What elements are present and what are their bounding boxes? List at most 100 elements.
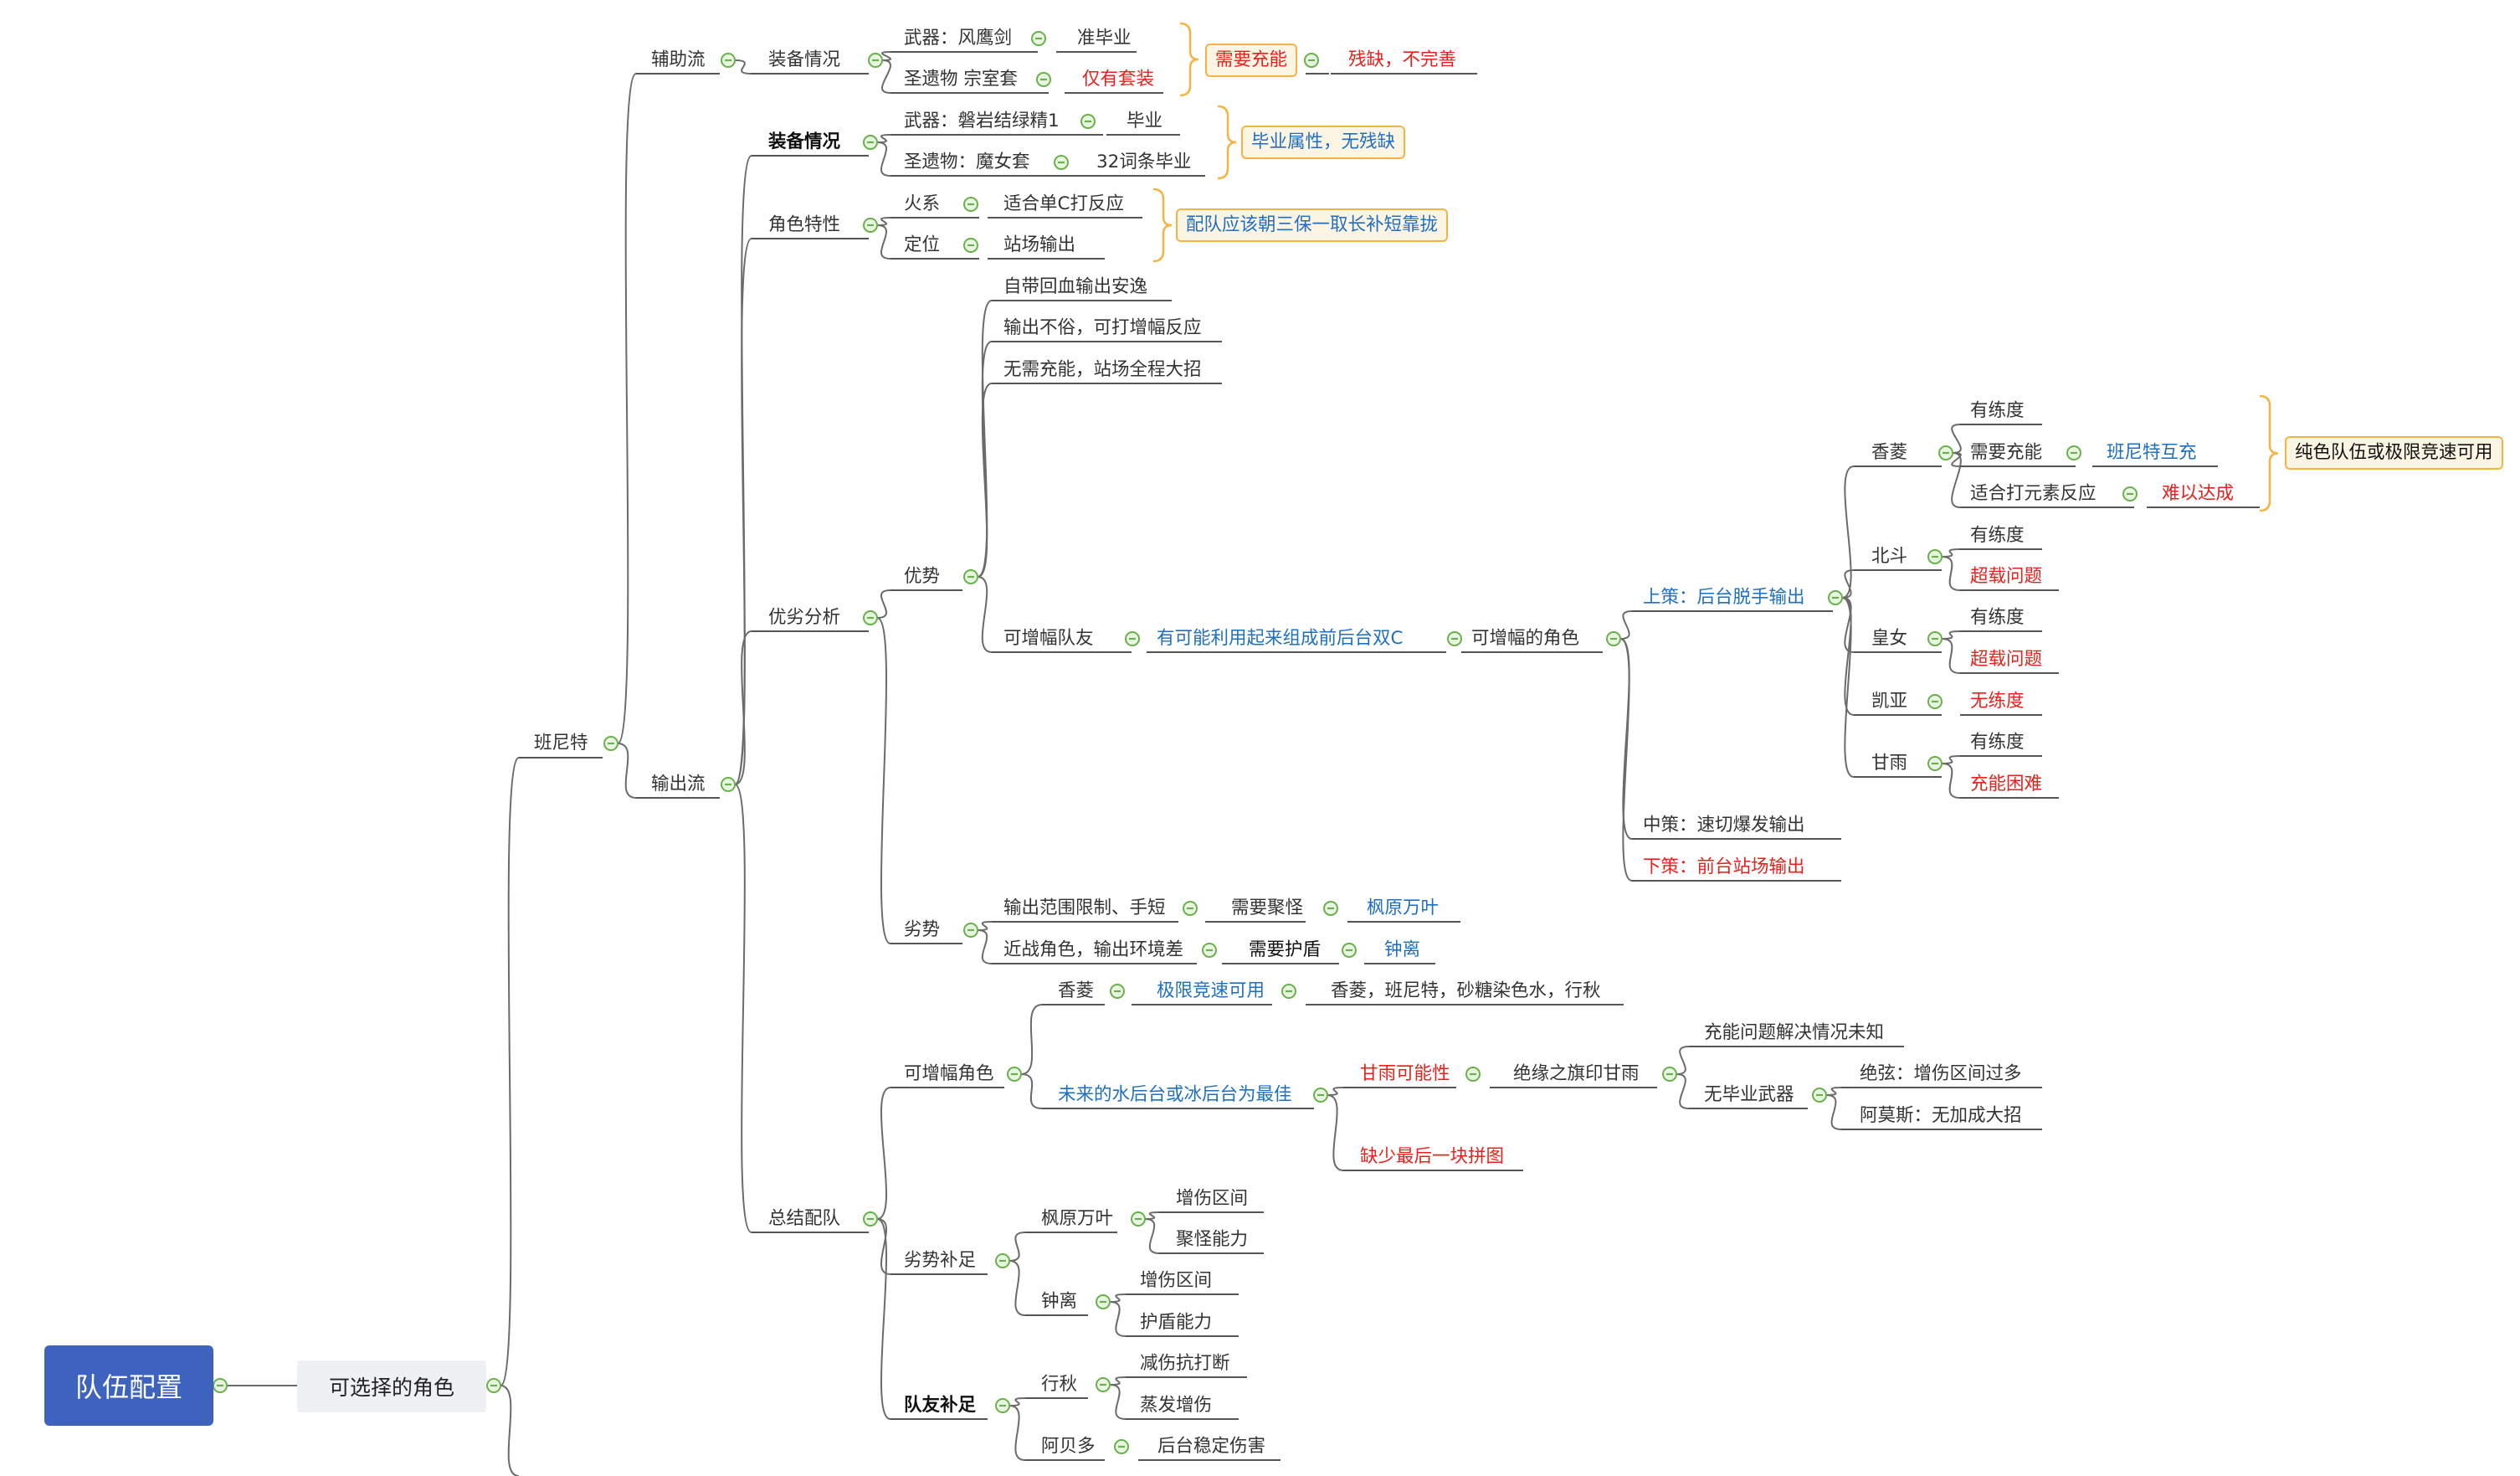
collapse-icon[interactable] [1281, 984, 1296, 999]
node-pro-amplify[interactable]: 可增幅队友 [1003, 628, 1094, 649]
node-support-artifact-val[interactable]: 仅有套装 [1082, 69, 1155, 90]
collapse-icon[interactable] [486, 1378, 501, 1393]
node-weak-kazuha-a[interactable]: 增伤区间 [1176, 1188, 1249, 1209]
node-beidou[interactable]: 北斗 [1871, 546, 1908, 567]
node-dps-build[interactable]: 输出流 [651, 774, 706, 795]
node-incomplete[interactable]: 残缺，不完善 [1348, 49, 1457, 70]
collapse-icon[interactable] [995, 1253, 1010, 1268]
collapse-icon[interactable] [1828, 590, 1843, 605]
node-cons[interactable]: 劣势 [904, 919, 941, 940]
node-xiangling-energy-val[interactable]: 班尼特互充 [2107, 442, 2197, 463]
collapse-icon[interactable] [1080, 114, 1096, 129]
node-kaeya[interactable]: 凯亚 [1871, 691, 1908, 712]
node-weak-zhongli-a[interactable]: 增伤区间 [1140, 1270, 1213, 1291]
collapse-icon[interactable] [863, 135, 878, 150]
node-traits[interactable]: 角色特性 [768, 214, 841, 235]
node-mid-plan[interactable]: 中策：速切爆发输出 [1643, 815, 1805, 836]
collapse-icon[interactable] [1096, 1294, 1111, 1309]
node-amp-chars[interactable]: 可增幅角色 [904, 1063, 994, 1084]
collapse-icon[interactable] [1114, 1439, 1129, 1454]
node-con-melee[interactable]: 近战角色，输出环境差 [1003, 939, 1184, 960]
collapse-icon[interactable] [1927, 549, 1943, 564]
node-con-gather[interactable]: 需要聚怪 [1231, 897, 1304, 918]
collapse-icon[interactable] [1927, 694, 1943, 709]
collapse-icon[interactable] [1202, 943, 1217, 958]
collapse-icon[interactable] [1031, 31, 1046, 46]
collapse-icon[interactable] [963, 197, 978, 212]
collapse-icon[interactable] [963, 238, 978, 253]
node-analysis[interactable]: 优劣分析 [768, 607, 841, 628]
node-dps-artifact-val[interactable]: 32词条毕业 [1096, 152, 1192, 172]
node-beidou-trained[interactable]: 有练度 [1970, 525, 2025, 546]
node-sum-team[interactable]: 香菱，班尼特，砂糖染色水，行秋 [1331, 980, 1601, 1001]
collapse-icon[interactable] [863, 610, 878, 625]
node-team-fill[interactable]: 队友补足 [904, 1395, 977, 1416]
node-support-weapon-val[interactable]: 准毕业 [1077, 28, 1132, 49]
node-team-xingqiu[interactable]: 行秋 [1041, 1374, 1078, 1395]
node-support-build[interactable]: 辅助流 [651, 49, 706, 70]
node-pros[interactable]: 优势 [904, 566, 941, 587]
node-xiangling[interactable]: 香菱 [1871, 442, 1908, 463]
node-summary[interactable]: 总结配队 [768, 1208, 841, 1229]
collapse-icon[interactable] [1183, 901, 1198, 916]
collapse-icon[interactable] [1054, 155, 1069, 170]
collapse-icon[interactable] [1096, 1377, 1111, 1392]
node-amplifiable-roles[interactable]: 可增幅的角色 [1471, 628, 1580, 649]
collapse-icon[interactable] [1342, 943, 1357, 958]
collapse-icon[interactable] [863, 218, 878, 233]
collapse-icon[interactable] [603, 736, 618, 751]
node-xiangling-energy[interactable]: 需要充能 [1970, 442, 2043, 463]
node-xiangling-reaction-val[interactable]: 难以达成 [2162, 483, 2235, 504]
collapse-icon[interactable] [1447, 631, 1462, 646]
collapse-icon[interactable] [1304, 53, 1319, 68]
node-sum-speedrun[interactable]: 极限竞速可用 [1157, 980, 1265, 1001]
node-weak-zhongli[interactable]: 钟离 [1041, 1291, 1078, 1312]
node-con-kazuha[interactable]: 枫原万叶 [1367, 897, 1440, 918]
collapse-icon[interactable] [995, 1398, 1010, 1413]
node-support-gear[interactable]: 装备情况 [768, 49, 841, 70]
node-xiangling-reaction[interactable]: 适合打元素反应 [1970, 483, 2097, 504]
collapse-icon[interactable] [1662, 1067, 1677, 1082]
callout-mono-team[interactable]: 纯色队伍或极限竞速可用 [2285, 436, 2503, 470]
node-lower-plan[interactable]: 下策：前台站场输出 [1643, 856, 1805, 877]
collapse-icon[interactable] [213, 1378, 228, 1393]
node-support-artifact[interactable]: 圣遗物 宗室套 [904, 69, 1018, 90]
node-sum-no-weapon[interactable]: 无毕业武器 [1704, 1084, 1794, 1105]
node-dps-gear[interactable]: 装备情况 [768, 131, 841, 152]
node-con-shield[interactable]: 需要护盾 [1249, 939, 1322, 960]
node-ganyu-energy[interactable]: 充能困难 [1970, 774, 2043, 795]
node-pro-output[interactable]: 输出不俗，可打增幅反应 [1003, 317, 1202, 338]
collapse-icon[interactable] [1313, 1088, 1328, 1103]
node-upper-plan[interactable]: 上策：后台脱手输出 [1643, 587, 1805, 608]
collapse-icon[interactable] [1036, 72, 1051, 87]
collapse-icon[interactable] [1606, 631, 1621, 646]
callout-full-stats[interactable]: 毕业属性，无残缺 [1241, 126, 1406, 159]
collapse-icon[interactable] [1323, 901, 1338, 916]
node-bennett[interactable]: 班尼特 [534, 733, 588, 753]
collapse-icon[interactable] [1007, 1067, 1022, 1082]
collapse-icon[interactable] [963, 923, 978, 938]
node-sum-amos[interactable]: 阿莫斯：无加成大招 [1860, 1105, 2022, 1126]
node-sum-xiangling[interactable]: 香菱 [1058, 980, 1095, 1001]
node-support-weapon[interactable]: 武器：风鹰剑 [904, 28, 1013, 49]
node-dps-weapon[interactable]: 武器：磐岩结绿精1 [904, 111, 1060, 131]
node-ganyu[interactable]: 甘雨 [1871, 753, 1908, 774]
collapse-icon[interactable] [863, 1211, 878, 1227]
node-fischl[interactable]: 皇女 [1871, 628, 1908, 649]
node-con-range[interactable]: 输出范围限制、手短 [1003, 897, 1166, 918]
collapse-icon[interactable] [1812, 1088, 1827, 1103]
collapse-icon[interactable] [1927, 631, 1943, 646]
node-pyro-val[interactable]: 适合单C打反应 [1003, 193, 1125, 214]
node-weak-zhongli-b[interactable]: 护盾能力 [1140, 1312, 1213, 1333]
node-fischl-trained[interactable]: 有练度 [1970, 607, 2025, 628]
collapse-icon[interactable] [1927, 756, 1943, 771]
node-ganyu-trained[interactable]: 有练度 [1970, 732, 2025, 753]
node-sum-emblem-ganyu[interactable]: 绝缘之旗印甘雨 [1513, 1063, 1640, 1084]
node-team-xingqiu-a[interactable]: 减伤抗打断 [1140, 1353, 1230, 1374]
collapse-icon[interactable] [963, 569, 978, 584]
node-con-zhongli[interactable]: 钟离 [1384, 939, 1421, 960]
node-sum-energy-unknown[interactable]: 充能问题解决情况未知 [1704, 1022, 1885, 1043]
node-sum-last-piece[interactable]: 缺少最后一块拼图 [1360, 1146, 1505, 1167]
node-pro-no-energy[interactable]: 无需充能，站场全程大招 [1003, 359, 1202, 380]
collapse-icon[interactable] [1125, 631, 1140, 646]
